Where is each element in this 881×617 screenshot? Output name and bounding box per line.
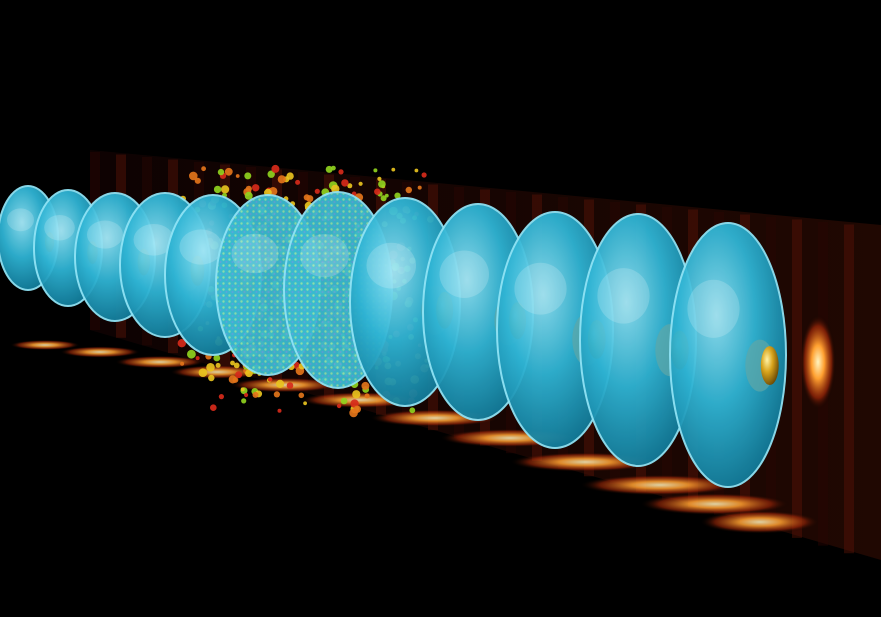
- particle: [240, 387, 245, 392]
- particle: [233, 362, 240, 369]
- disc-highlight: [366, 242, 416, 289]
- disc-highlight: [133, 223, 174, 256]
- wall-glow-spot: [800, 314, 836, 410]
- particle: [218, 394, 224, 400]
- particle: [377, 176, 382, 181]
- particle: [194, 177, 201, 184]
- particle: [244, 191, 253, 200]
- particle: [244, 392, 249, 398]
- disc-highlight: [514, 262, 567, 315]
- particle: [295, 179, 301, 185]
- disc-highlight: [231, 233, 279, 274]
- floor-streak: [230, 377, 340, 393]
- particle: [364, 393, 370, 399]
- particle: [217, 168, 225, 176]
- particle: [215, 362, 221, 368]
- disc: [669, 222, 787, 488]
- particle: [198, 368, 208, 378]
- particle: [421, 172, 427, 178]
- disc-highlight: [179, 229, 223, 265]
- particle: [286, 382, 294, 389]
- particle: [336, 403, 342, 409]
- particle: [224, 167, 233, 176]
- particle: [187, 349, 196, 359]
- particle: [277, 408, 282, 413]
- particle: [303, 401, 307, 406]
- particle: [195, 356, 200, 361]
- particle: [340, 397, 348, 405]
- disc-highlight: [87, 220, 123, 249]
- particle: [252, 391, 259, 398]
- particle: [213, 185, 222, 194]
- particle: [358, 181, 363, 186]
- particle: [391, 167, 396, 172]
- particle: [241, 398, 247, 404]
- particle: [245, 369, 253, 378]
- particle: [417, 185, 422, 190]
- particle: [230, 360, 235, 366]
- particle: [352, 390, 361, 399]
- particle: [267, 377, 273, 382]
- disc-core: [760, 346, 779, 386]
- particle: [380, 195, 387, 202]
- disc-highlight: [439, 250, 489, 298]
- disc-highlight: [687, 279, 740, 338]
- particle: [180, 361, 185, 366]
- floor-streak: [580, 474, 740, 496]
- particle: [273, 391, 280, 398]
- particle: [271, 164, 280, 173]
- particle: [235, 174, 240, 178]
- particle: [235, 371, 243, 379]
- particle: [347, 183, 353, 189]
- particle: [394, 192, 401, 199]
- particle: [374, 188, 381, 195]
- floor-streak: [10, 340, 80, 350]
- particle: [276, 379, 285, 388]
- floor-streak: [60, 346, 140, 358]
- particle: [213, 354, 221, 362]
- particle: [361, 381, 370, 390]
- particle: [267, 170, 275, 178]
- disc-highlight: [44, 214, 75, 241]
- particle: [331, 184, 340, 194]
- particle: [252, 184, 260, 192]
- disc-train: [0, 185, 787, 488]
- particle: [221, 185, 230, 194]
- particle: [373, 168, 378, 173]
- disc-highlight: [597, 268, 650, 324]
- particle: [314, 188, 320, 194]
- particle: [244, 172, 252, 180]
- particle: [201, 166, 207, 172]
- particle: [208, 374, 215, 382]
- particle: [232, 377, 239, 383]
- particle: [189, 171, 198, 181]
- particle: [206, 363, 215, 372]
- particle: [298, 392, 305, 399]
- particle: [338, 169, 344, 175]
- particle: [378, 180, 386, 188]
- particle: [177, 339, 186, 348]
- disc-highlight: [300, 234, 349, 278]
- particle: [341, 179, 349, 187]
- particle: [306, 195, 314, 203]
- particle: [353, 405, 361, 413]
- particle: [325, 165, 333, 173]
- particle: [405, 186, 412, 194]
- disc-body: [669, 222, 787, 488]
- particle: [414, 168, 419, 173]
- disc-highlight: [7, 208, 34, 232]
- floor-streak: [640, 493, 790, 515]
- particle: [286, 172, 294, 180]
- particle: [245, 185, 252, 192]
- particle: [409, 407, 416, 414]
- particle: [277, 175, 286, 184]
- floor-streak: [700, 510, 820, 534]
- particle: [210, 404, 217, 412]
